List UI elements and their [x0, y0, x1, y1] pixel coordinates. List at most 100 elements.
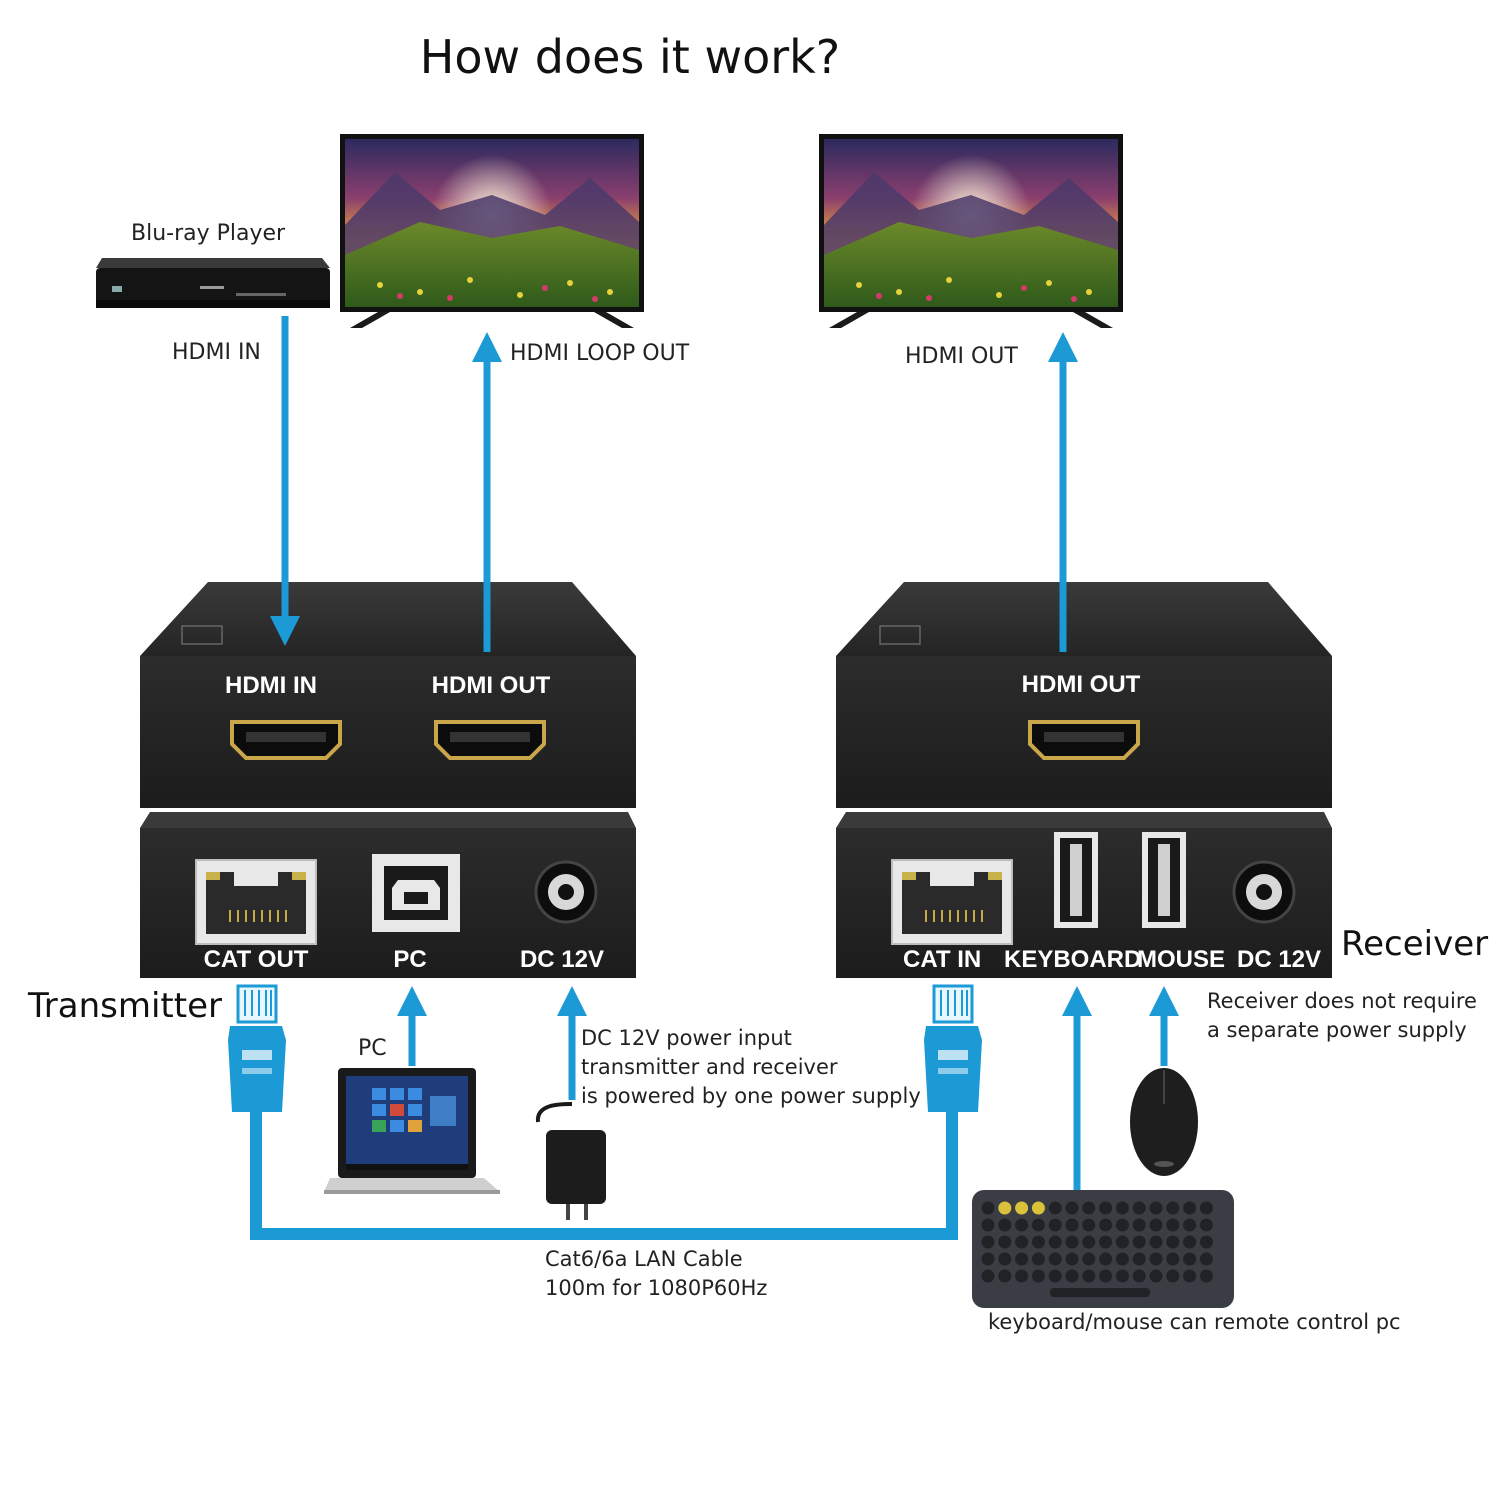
keyboard-key [1065, 1252, 1079, 1266]
keyboard-key [1166, 1201, 1180, 1215]
keyboard-key [1183, 1252, 1197, 1266]
hdmi-loop-out-label: HDMI LOOP OUT [510, 341, 690, 366]
power-note-line-1: DC 12V power input [581, 1026, 792, 1050]
transmitter-label: Transmitter [28, 986, 222, 1026]
keyboard-key [1183, 1218, 1197, 1232]
keyboard-key [1015, 1269, 1029, 1283]
keyboard-key [1015, 1201, 1029, 1215]
keyboard-key [1115, 1201, 1129, 1215]
transmitter-rear-unit [140, 812, 636, 978]
hdmi-in-cable-label: HDMI IN [172, 340, 261, 365]
keyboard-key [981, 1218, 995, 1232]
receiver-power-note-line-2: a separate power supply [1207, 1018, 1467, 1042]
keyboard-key [1199, 1252, 1213, 1266]
keyboard-key [1183, 1235, 1197, 1249]
keyboard-key [1115, 1218, 1129, 1232]
keyboard-key [998, 1269, 1012, 1283]
keyboard-key [998, 1252, 1012, 1266]
tx-port-dc12v: DC 12V [519, 946, 605, 973]
rx-port-dc12v: DC 12V [1237, 946, 1322, 973]
hdmi-out-cable-label: HDMI OUT [905, 344, 1018, 369]
rj45-plug-right-icon [924, 984, 982, 1112]
remote-control-note: keyboard/mouse can remote control pc [988, 1310, 1401, 1334]
rx-port-hdmi-out: HDMI OUT [1021, 671, 1141, 698]
power-note: DC 12V power input transmitter and recei… [581, 1024, 921, 1111]
cable-note-line-1: Cat6/6a LAN Cable [545, 1247, 743, 1271]
keyboard-key [1132, 1235, 1146, 1249]
power-note-line-2: transmitter and receiver [581, 1055, 838, 1079]
keyboard-key [998, 1201, 1012, 1215]
keyboard-key [1115, 1252, 1129, 1266]
keyboard-key [1149, 1269, 1163, 1283]
connection-arrows [270, 316, 1179, 1190]
bluray-player-icon [96, 258, 330, 308]
keyboard-key [981, 1252, 995, 1266]
transmitter-front-unit [140, 582, 636, 808]
keyboard-key [1149, 1218, 1163, 1232]
tx-port-pc: PC [393, 946, 427, 973]
keyboard-key [1065, 1235, 1079, 1249]
rx-port-keyboard: KEYBOARD [1004, 946, 1142, 973]
laptop-icon [324, 1068, 500, 1194]
tv-left [340, 134, 644, 328]
keyboard-key [1082, 1235, 1096, 1249]
keyboard-key [1099, 1218, 1113, 1232]
receiver-power-note: Receiver does not require a separate pow… [1207, 987, 1477, 1045]
keyboard-key [1031, 1218, 1045, 1232]
tv-right [819, 134, 1123, 328]
keyboard-key [1031, 1235, 1045, 1249]
cable-note: Cat6/6a LAN Cable 100m for 1080P60Hz [545, 1245, 767, 1303]
keyboard-key [1031, 1269, 1045, 1283]
keyboard-key [1132, 1201, 1146, 1215]
keyboard-key [1082, 1269, 1096, 1283]
keyboard-key [1166, 1269, 1180, 1283]
keyboard-key [1015, 1235, 1029, 1249]
keyboard-key [1015, 1252, 1029, 1266]
keyboard-key [998, 1235, 1012, 1249]
tx-port-hdmi-in: HDMI IN [225, 672, 317, 699]
keyboard-key [1048, 1252, 1062, 1266]
keyboard-key [1082, 1218, 1096, 1232]
keyboard-key [1065, 1218, 1079, 1232]
keyboard-key [1183, 1201, 1197, 1215]
tx-port-cat-out: CAT OUT [203, 946, 309, 973]
keyboard-key [1048, 1269, 1062, 1283]
keyboard-key [1082, 1201, 1096, 1215]
keyboard-key [1015, 1218, 1029, 1232]
keyboard-key [1132, 1269, 1146, 1283]
keyboard-key [1065, 1269, 1079, 1283]
keyboard-key [981, 1269, 995, 1283]
bluray-player-label: Blu-ray Player [131, 221, 286, 246]
keyboard-key [998, 1218, 1012, 1232]
keyboard-key [1099, 1235, 1113, 1249]
keyboard-key [1183, 1269, 1197, 1283]
keyboard-key [1199, 1201, 1213, 1215]
keyboard-key [981, 1201, 995, 1215]
keyboard-key [981, 1235, 995, 1249]
keyboard-key [1115, 1235, 1129, 1249]
keyboard-key [1048, 1235, 1062, 1249]
lan-cable [250, 1110, 958, 1240]
keyboard-key [1149, 1252, 1163, 1266]
rx-port-mouse: MOUSE [1137, 946, 1226, 973]
keyboard-key [1031, 1201, 1045, 1215]
keyboard-key [1149, 1235, 1163, 1249]
keyboard-key [1132, 1252, 1146, 1266]
keyboard-keys [981, 1201, 1213, 1283]
keyboard-key [1082, 1252, 1096, 1266]
receiver-label: Receiver [1341, 924, 1489, 964]
keyboard-key [1031, 1252, 1045, 1266]
keyboard-key [1199, 1235, 1213, 1249]
keyboard-key [1115, 1269, 1129, 1283]
keyboard-key [1166, 1218, 1180, 1232]
keyboard-key [1099, 1269, 1113, 1283]
power-note-line-3: is powered by one power supply [581, 1084, 921, 1108]
keyboard-key [1099, 1252, 1113, 1266]
rx-port-cat-in: CAT IN [903, 946, 982, 973]
keyboard-key [1199, 1269, 1213, 1283]
keyboard-key [1048, 1201, 1062, 1215]
receiver-rear-unit [836, 812, 1332, 978]
keyboard-icon [972, 1190, 1234, 1308]
keyboard-key [1166, 1235, 1180, 1249]
keyboard-key [1132, 1218, 1146, 1232]
